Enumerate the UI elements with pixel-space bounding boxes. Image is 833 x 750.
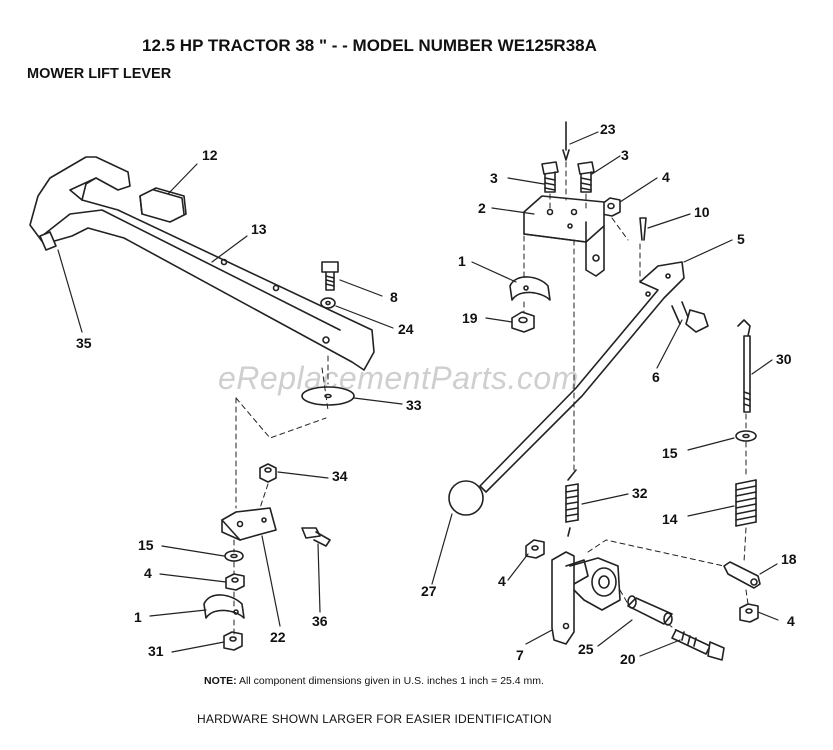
part-3-bolt-a: [541, 161, 559, 193]
callout-32: 32: [632, 485, 648, 501]
hardware-footnote: HARDWARE SHOWN LARGER FOR EASIER IDENTIF…: [197, 712, 552, 726]
part-14-spring: [735, 479, 757, 527]
callout-27: 27: [421, 583, 437, 599]
part-5-lift-handle: [479, 261, 685, 493]
callout-18: 18: [781, 551, 797, 567]
assembly-lines-left: [233, 355, 329, 635]
callout-33: 33: [406, 397, 422, 413]
section-title: MOWER LIFT LEVER: [27, 66, 172, 82]
part-3-bolt-b: [577, 161, 595, 193]
part-1-clip-right: [509, 276, 551, 301]
callout-15-right: 15: [662, 445, 678, 461]
callout-15-left: 15: [138, 537, 154, 553]
callout-19: 19: [462, 310, 478, 326]
callout-31: 31: [148, 643, 164, 659]
assembly-lines-right: [523, 161, 749, 631]
leader-lines: [57, 131, 779, 657]
part-12-grip: [139, 187, 187, 223]
part-20-bolt: [671, 629, 725, 661]
callout-14: 14: [662, 511, 678, 527]
part-4-nut-left: [225, 573, 245, 591]
part-22-bracket: [221, 507, 277, 541]
callout-10: 10: [694, 204, 710, 220]
callout-22: 22: [270, 629, 286, 645]
callout-4-right: 4: [787, 613, 795, 629]
callout-13: 13: [251, 221, 267, 237]
callout-36: 36: [312, 613, 328, 629]
part-4-nut-mid: [525, 539, 545, 559]
callout-23: 23: [600, 121, 616, 137]
part-27-knob: [448, 480, 484, 516]
part-31-nut: [223, 631, 243, 651]
watermark: eReplacementParts.com: [218, 360, 579, 396]
callout-24: 24: [398, 321, 414, 337]
note-text: All component dimensions given in U.S. i…: [239, 675, 544, 687]
part-35-handle-grip: [39, 231, 57, 251]
part-10-cotter-pin: [639, 217, 647, 241]
part-13-lift-lever: [29, 156, 375, 371]
part-24-washer: [320, 297, 336, 309]
dimension-note: NOTE: All component dimensions given in …: [204, 675, 604, 687]
callout-35: 35: [76, 335, 92, 351]
part-34-nut: [259, 463, 277, 483]
callout-34: 34: [332, 468, 348, 484]
part-8-bolt: [321, 261, 339, 291]
callout-3-right: 3: [621, 147, 629, 163]
page-title: 12.5 HP TRACTOR 38 " - - MODEL NUMBER WE…: [142, 36, 597, 55]
callout-25: 25: [578, 641, 594, 657]
part-25-bushing: [627, 595, 673, 626]
part-7-bell-crank: [551, 551, 621, 645]
part-1-clip-left: [203, 594, 245, 619]
part-2-bracket: [523, 195, 605, 277]
part-19-nut: [511, 311, 535, 333]
callout-12: 12: [202, 147, 218, 163]
part-18-pin: [723, 561, 761, 589]
callout-8: 8: [390, 289, 398, 305]
callout-20: 20: [620, 651, 636, 667]
callout-1-right: 1: [458, 253, 466, 269]
callout-2: 2: [478, 200, 486, 216]
part-30-rod: [737, 319, 751, 413]
part-32-spring: [565, 469, 579, 537]
part-4-nut-right: [739, 603, 759, 623]
callout-3-left: 3: [490, 170, 498, 186]
part-33-large-washer: [301, 386, 355, 406]
part-15-washer-left: [224, 550, 244, 562]
part-6-bolt: [671, 301, 709, 333]
callout-4-top: 4: [662, 169, 670, 185]
callout-5: 5: [737, 231, 745, 247]
callout-7: 7: [516, 647, 524, 663]
note-label: NOTE:: [204, 675, 237, 687]
callout-6: 6: [652, 369, 660, 385]
callout-4-mid: 4: [498, 573, 506, 589]
callout-30: 30: [776, 351, 792, 367]
part-36-bolt: [301, 527, 331, 547]
callout-1-left: 1: [134, 609, 142, 625]
callout-4-left: 4: [144, 565, 152, 581]
part-23-pin: [562, 121, 570, 161]
part-15-washer-right: [735, 430, 757, 442]
